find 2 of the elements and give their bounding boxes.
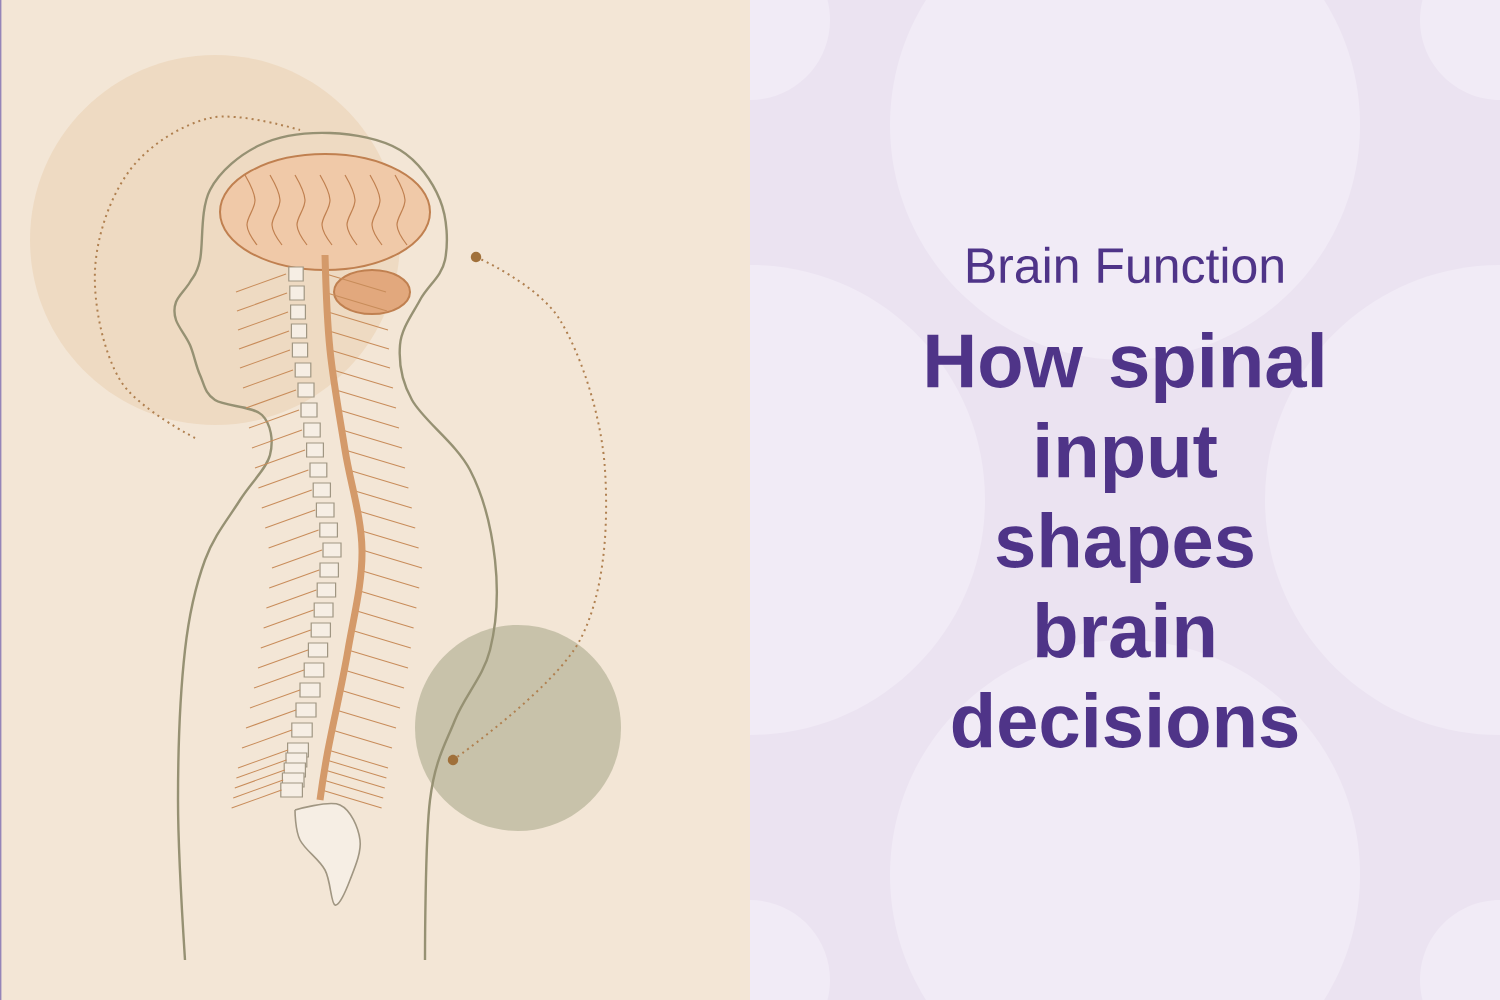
title: How spinal input shapes brain decisions xyxy=(927,332,1323,748)
subtitle: Brain Function xyxy=(967,246,1283,284)
